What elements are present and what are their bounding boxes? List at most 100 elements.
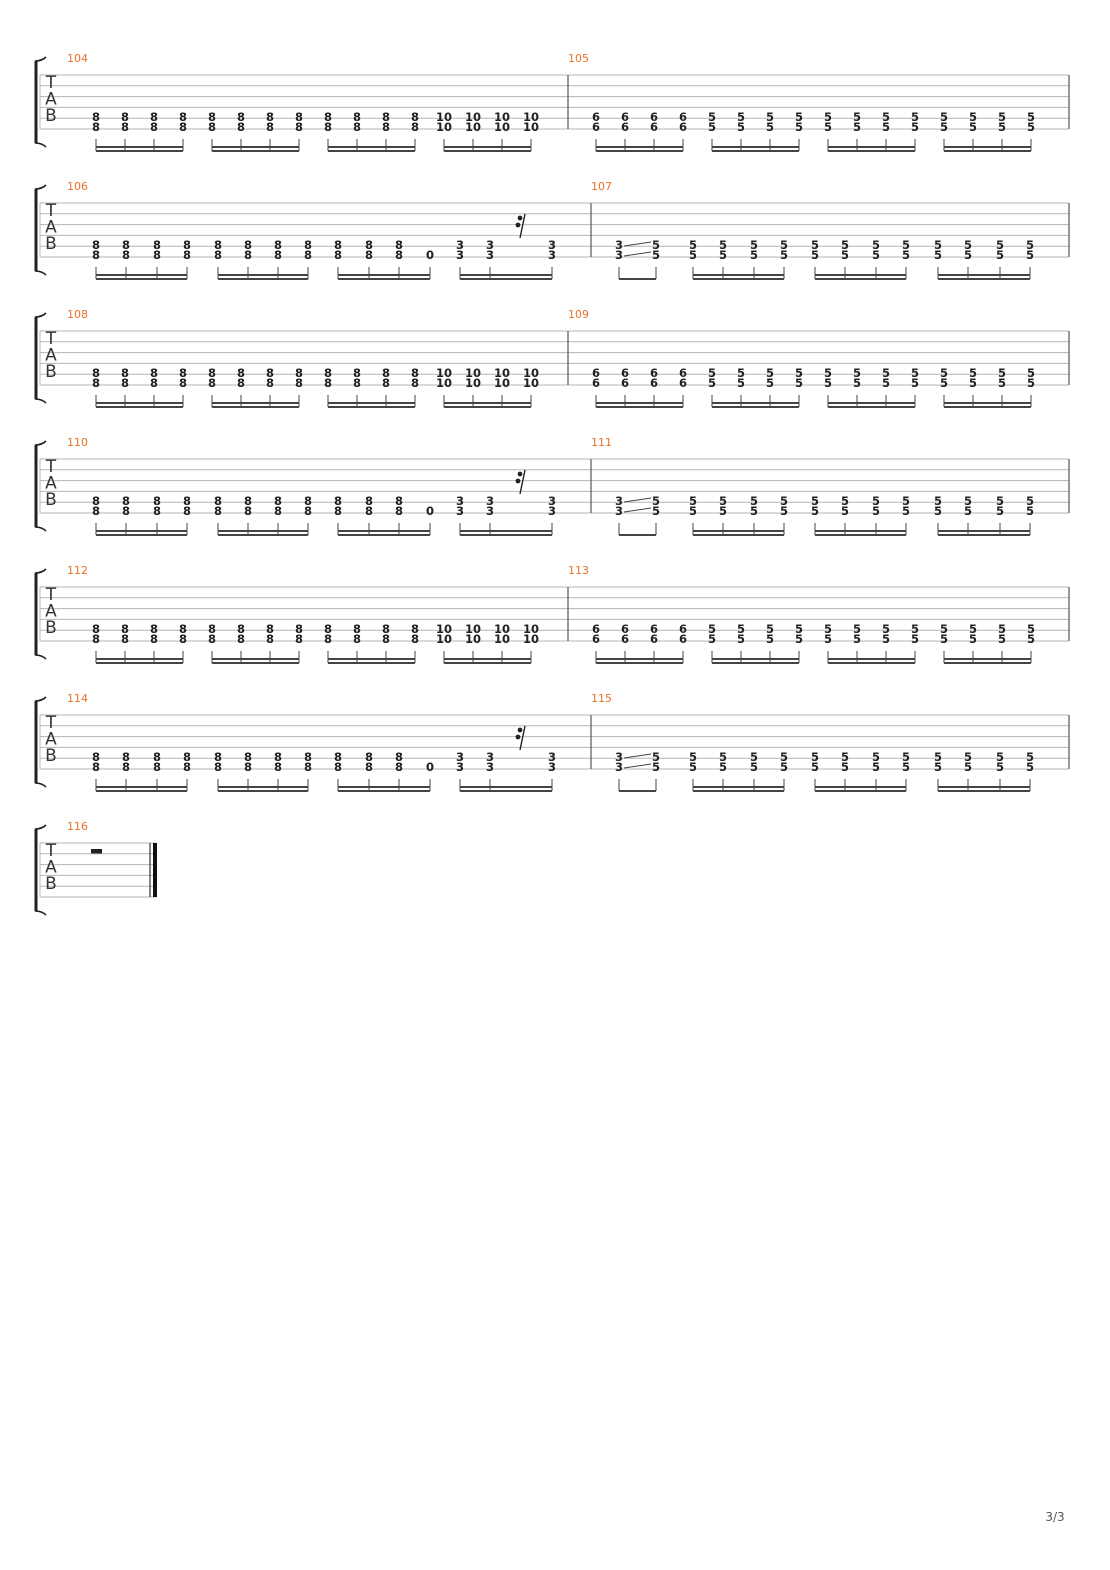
fret-number: 8 [179, 376, 187, 390]
fret-number: 5 [902, 494, 910, 508]
rest-dot [517, 215, 523, 221]
fret-number: 8 [274, 248, 282, 262]
fret-number: 8 [179, 632, 187, 646]
fret-number: 3 [456, 504, 464, 518]
fret-number: 8 [214, 760, 222, 774]
fret-number: 6 [621, 632, 629, 646]
fret-number: 5 [780, 504, 788, 518]
fret-number: 8 [324, 632, 332, 646]
fret-number: 5 [811, 760, 819, 774]
fret-number: 6 [592, 376, 600, 390]
measure-number: 107 [591, 180, 612, 193]
fret-number: 8 [92, 622, 100, 636]
fret-number: 8 [214, 750, 222, 764]
fret-number: 5 [708, 632, 716, 646]
fret-number: 8 [122, 248, 130, 262]
fret-number: 5 [719, 238, 727, 252]
fret-number: 8 [153, 494, 161, 508]
fret-number: 8 [411, 632, 419, 646]
fret-number: 5 [934, 760, 942, 774]
fret-number: 8 [274, 760, 282, 774]
fret-number: 5 [1027, 376, 1035, 390]
fret-number: 5 [689, 504, 697, 518]
tab-clef-letter: B [45, 234, 57, 254]
fret-number: 5 [911, 376, 919, 390]
tab-clef-letter: A [45, 90, 57, 110]
tab-clef-letter: A [45, 730, 57, 750]
fret-number: 5 [719, 504, 727, 518]
fret-number: 8 [295, 376, 303, 390]
measure-number: 104 [67, 52, 88, 65]
tab-clef-letter: T [45, 201, 57, 221]
fret-number: 5 [1026, 504, 1034, 518]
fret-number: 8 [150, 622, 158, 636]
fret-number: 8 [179, 120, 187, 134]
measure-number: 109 [568, 308, 589, 321]
rest-dot [517, 471, 523, 477]
fret-number: 5 [872, 750, 880, 764]
fret-number: 5 [998, 632, 1006, 646]
fret-number: 5 [689, 248, 697, 262]
fret-number: 5 [780, 760, 788, 774]
fret-number: 8 [244, 238, 252, 252]
fret-number: 10 [436, 622, 452, 636]
fret-number: 5 [996, 504, 1004, 518]
fret-number: 6 [679, 110, 687, 124]
fret-number: 8 [353, 110, 361, 124]
fret-number: 8 [395, 248, 403, 262]
fret-number: 5 [1026, 238, 1034, 252]
measure-number: 115 [591, 692, 612, 705]
fret-number: 3 [548, 750, 556, 764]
rest-dot [515, 734, 521, 740]
fret-number: 5 [652, 494, 660, 508]
fret-number: 5 [737, 632, 745, 646]
fret-number: 5 [902, 248, 910, 262]
bracket-top-hook [34, 440, 47, 446]
fret-number: 8 [353, 120, 361, 134]
fret-number: 3 [615, 760, 623, 774]
tab-clef-letter: A [45, 858, 57, 878]
fret-number: 8 [365, 248, 373, 262]
fret-number: 8 [150, 120, 158, 134]
fret-number: 8 [122, 750, 130, 764]
measure-number: 112 [67, 564, 88, 577]
fret-number: 8 [266, 632, 274, 646]
fret-number: 8 [208, 366, 216, 380]
tab-clef-letter: T [45, 713, 57, 733]
fret-number: 5 [882, 120, 890, 134]
fret-number: 8 [382, 632, 390, 646]
fret-number: 5 [996, 760, 1004, 774]
fret-number: 8 [295, 366, 303, 380]
fret-number: 5 [811, 494, 819, 508]
fret-number: 6 [592, 120, 600, 134]
fret-number: 3 [548, 494, 556, 508]
fret-number: 6 [621, 376, 629, 390]
fret-number: 8 [122, 494, 130, 508]
fret-number: 8 [92, 760, 100, 774]
bracket-bottom-hook [34, 526, 47, 532]
fret-number: 5 [964, 494, 972, 508]
fret-number: 5 [750, 494, 758, 508]
fret-number: 10 [465, 376, 481, 390]
fret-number: 8 [395, 504, 403, 518]
fret-number: 6 [650, 622, 658, 636]
fret-number: 5 [737, 376, 745, 390]
fret-number: 5 [652, 760, 660, 774]
fret-number: 8 [92, 750, 100, 764]
fret-number: 8 [150, 110, 158, 124]
fret-number: 5 [940, 110, 948, 124]
fret-number: 3 [486, 238, 494, 252]
tab-clef-letter: B [45, 106, 57, 126]
fret-number: 6 [679, 120, 687, 134]
fret-number: 5 [934, 750, 942, 764]
fret-number: 5 [882, 366, 890, 380]
fret-number: 5 [872, 760, 880, 774]
measure-number: 108 [67, 308, 88, 321]
fret-number: 8 [150, 632, 158, 646]
fret-number: 8 [150, 366, 158, 380]
fret-number: 8 [183, 750, 191, 764]
fret-number: 5 [795, 376, 803, 390]
fret-number: 5 [652, 504, 660, 518]
fret-number: 8 [295, 622, 303, 636]
tab-clef-letter: T [45, 73, 57, 93]
